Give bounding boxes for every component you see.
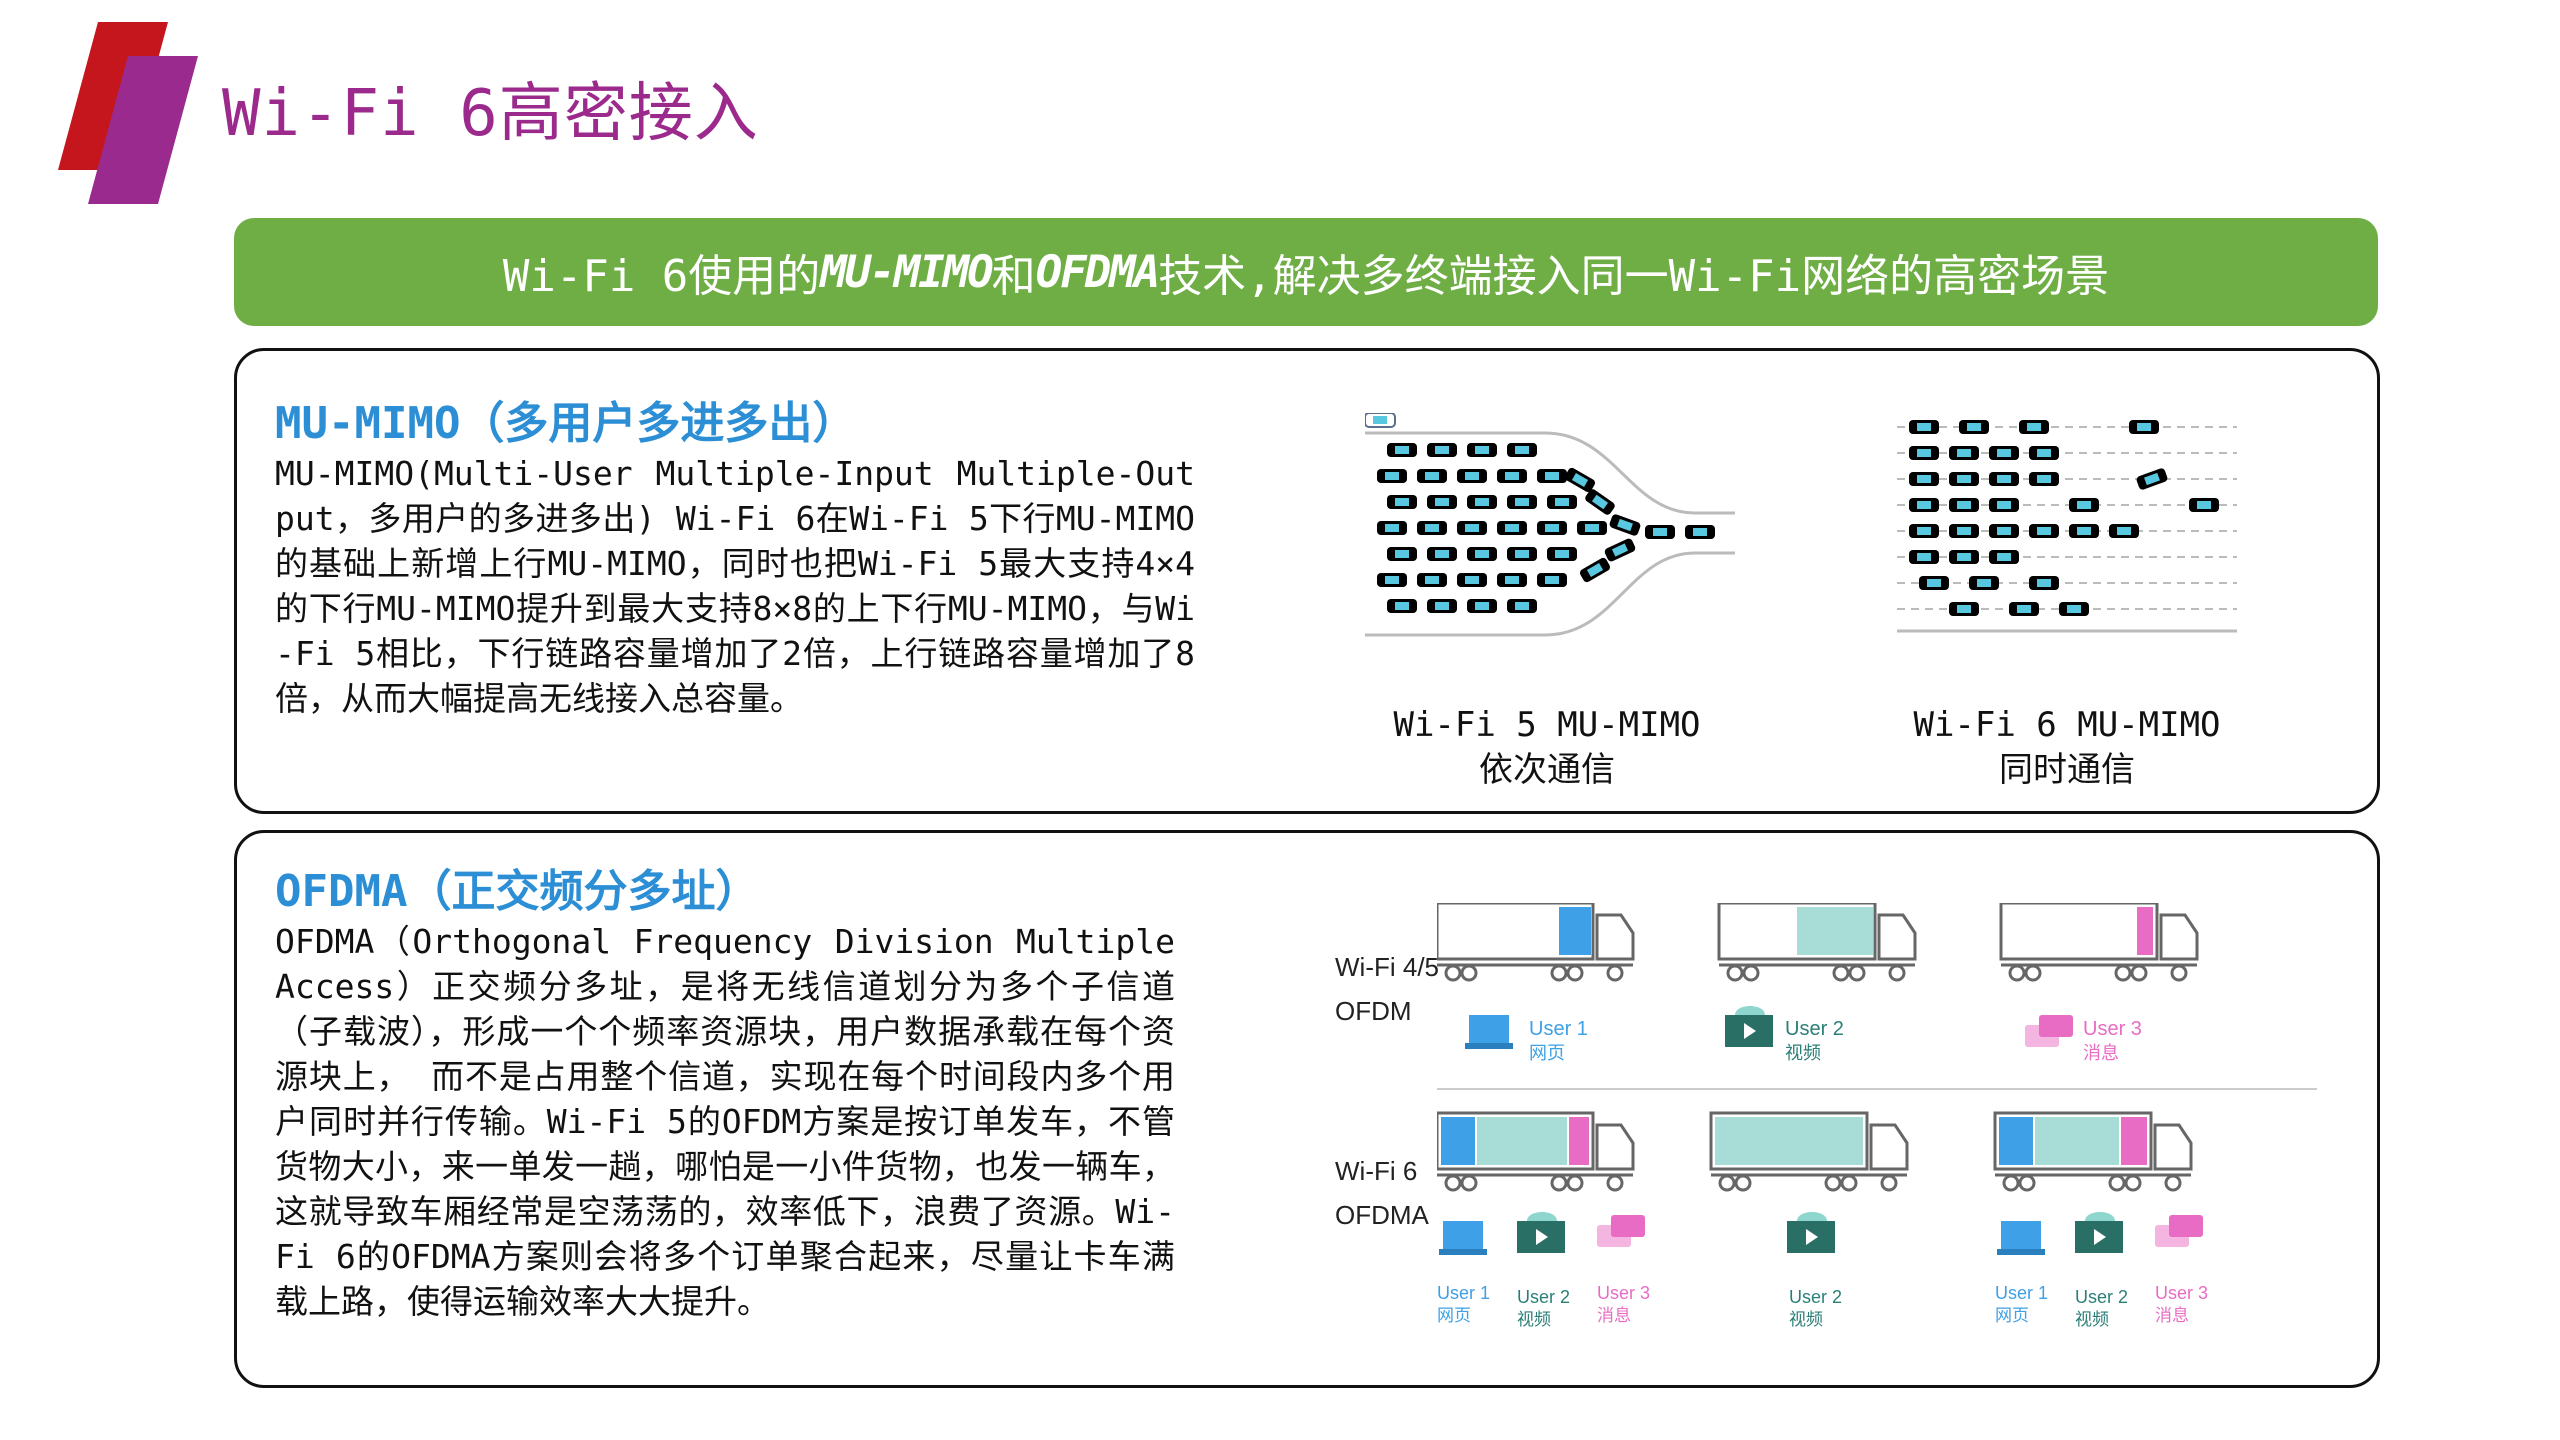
ofdma-description: OFDMA（Orthogonal Frequency Division Mult…	[275, 922, 1175, 1321]
row1-user2-type: 视频	[1785, 1043, 1821, 1063]
row2a-user2-name: User 2	[1517, 1287, 1570, 1307]
banner-term-mumimo: MU-MIMO	[820, 246, 993, 298]
row1-user1-type: 网页	[1529, 1043, 1565, 1063]
row2c-user2-name: User 2	[2075, 1287, 2128, 1307]
banner-prefix: Wi-Fi 6使用的	[502, 251, 821, 302]
wifi5-caption-line2: 依次通信	[1479, 750, 1615, 790]
wifi6-caption-line2: 同时通信	[1999, 750, 2135, 790]
wifi45-label-line1: Wi-Fi 4/5	[1335, 952, 1439, 982]
banner-suffix: 技术,解决多终端接入同一Wi-Fi网络的高密场景	[1158, 251, 2110, 302]
row1-user2-name: User 2	[1785, 1018, 1844, 1040]
row2a-user1-type: 网页	[1437, 1306, 1471, 1325]
wifi6-label-line1: Wi-Fi 6	[1335, 1156, 1418, 1186]
wifi6-traffic-illustration	[1897, 419, 2237, 633]
logo	[58, 22, 198, 204]
row2a-user3-type: 消息	[1597, 1306, 1631, 1325]
ofdma-truck-illustration: User 1 网页 User 2 视频 User 3 消息 User 1 网页 …	[1437, 903, 2317, 1329]
banner-term-ofdma: OFDMA	[1035, 246, 1160, 298]
wifi45-label-line2: OFDM	[1335, 996, 1412, 1026]
row2a-user1-name: User 1	[1437, 1283, 1490, 1303]
wifi5-caption: Wi-Fi 5 MU-MIMO 依次通信	[1362, 703, 1732, 793]
row2c-user1-type: 网页	[1995, 1306, 2029, 1325]
ofdma-heading: OFDMA（正交频分多址）	[275, 866, 760, 917]
wifi6-caption-line1: Wi-Fi 6 MU-MIMO	[1913, 705, 2221, 745]
wifi45-ofdm-label: Wi-Fi 4/5 OFDM	[1335, 945, 1439, 1033]
row1-user3-type: 消息	[2083, 1043, 2119, 1063]
mumimo-heading: MU-MIMO（多用户多进多出）	[275, 398, 857, 449]
wifi6-label-line2: OFDMA	[1335, 1200, 1429, 1230]
row2c-user3-name: User 3	[2155, 1283, 2208, 1303]
row2c-user1-name: User 1	[1995, 1283, 2048, 1303]
wifi5-caption-line1: Wi-Fi 5 MU-MIMO	[1393, 705, 1701, 745]
row2b-user2-type: 视频	[1789, 1310, 1823, 1329]
row2a-user2-type: 视频	[1517, 1310, 1551, 1329]
page-title: Wi-Fi 6高密接入	[222, 77, 759, 151]
row1-user3-name: User 3	[2083, 1018, 2142, 1040]
row2b-user2-name: User 2	[1789, 1287, 1842, 1307]
banner-mid: 和	[991, 251, 1036, 302]
row1-user1-name: User 1	[1529, 1018, 1588, 1040]
ofdma-panel: OFDMA（正交频分多址） OFDMA（Orthogonal Frequency…	[234, 830, 2380, 1388]
row2c-user2-type: 视频	[2075, 1310, 2109, 1329]
wifi5-traffic-illustration	[1365, 413, 1735, 637]
mumimo-panel: MU-MIMO（多用户多进多出） MU-MIMO(Multi-User Mult…	[234, 348, 2380, 814]
row2a-user3-name: User 3	[1597, 1283, 1650, 1303]
mumimo-description: MU-MIMO(Multi-User Multiple-Input Multip…	[275, 454, 1195, 718]
wifi6-ofdma-label: Wi-Fi 6 OFDMA	[1335, 1149, 1429, 1237]
row2c-user3-type: 消息	[2155, 1306, 2189, 1325]
wifi6-caption: Wi-Fi 6 MU-MIMO 同时通信	[1897, 703, 2237, 793]
